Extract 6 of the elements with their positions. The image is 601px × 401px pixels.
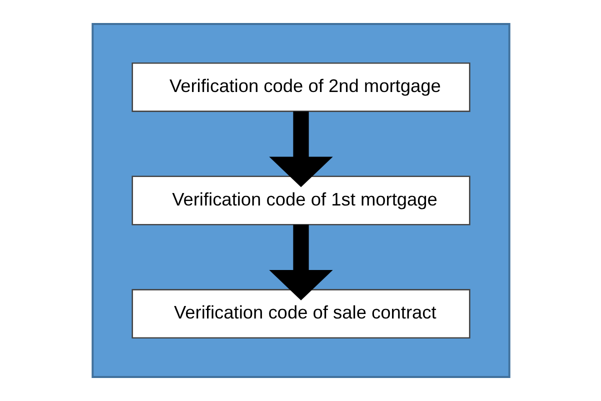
arrow [268, 111, 332, 188]
node-box: Verification code of 1st mortgage [131, 176, 470, 226]
node-box: Verification code of 2nd mortgage [131, 62, 470, 112]
node-box: Verification code of sale contract [131, 289, 470, 339]
cluster [91, 23, 510, 378]
arrow [268, 224, 332, 300]
